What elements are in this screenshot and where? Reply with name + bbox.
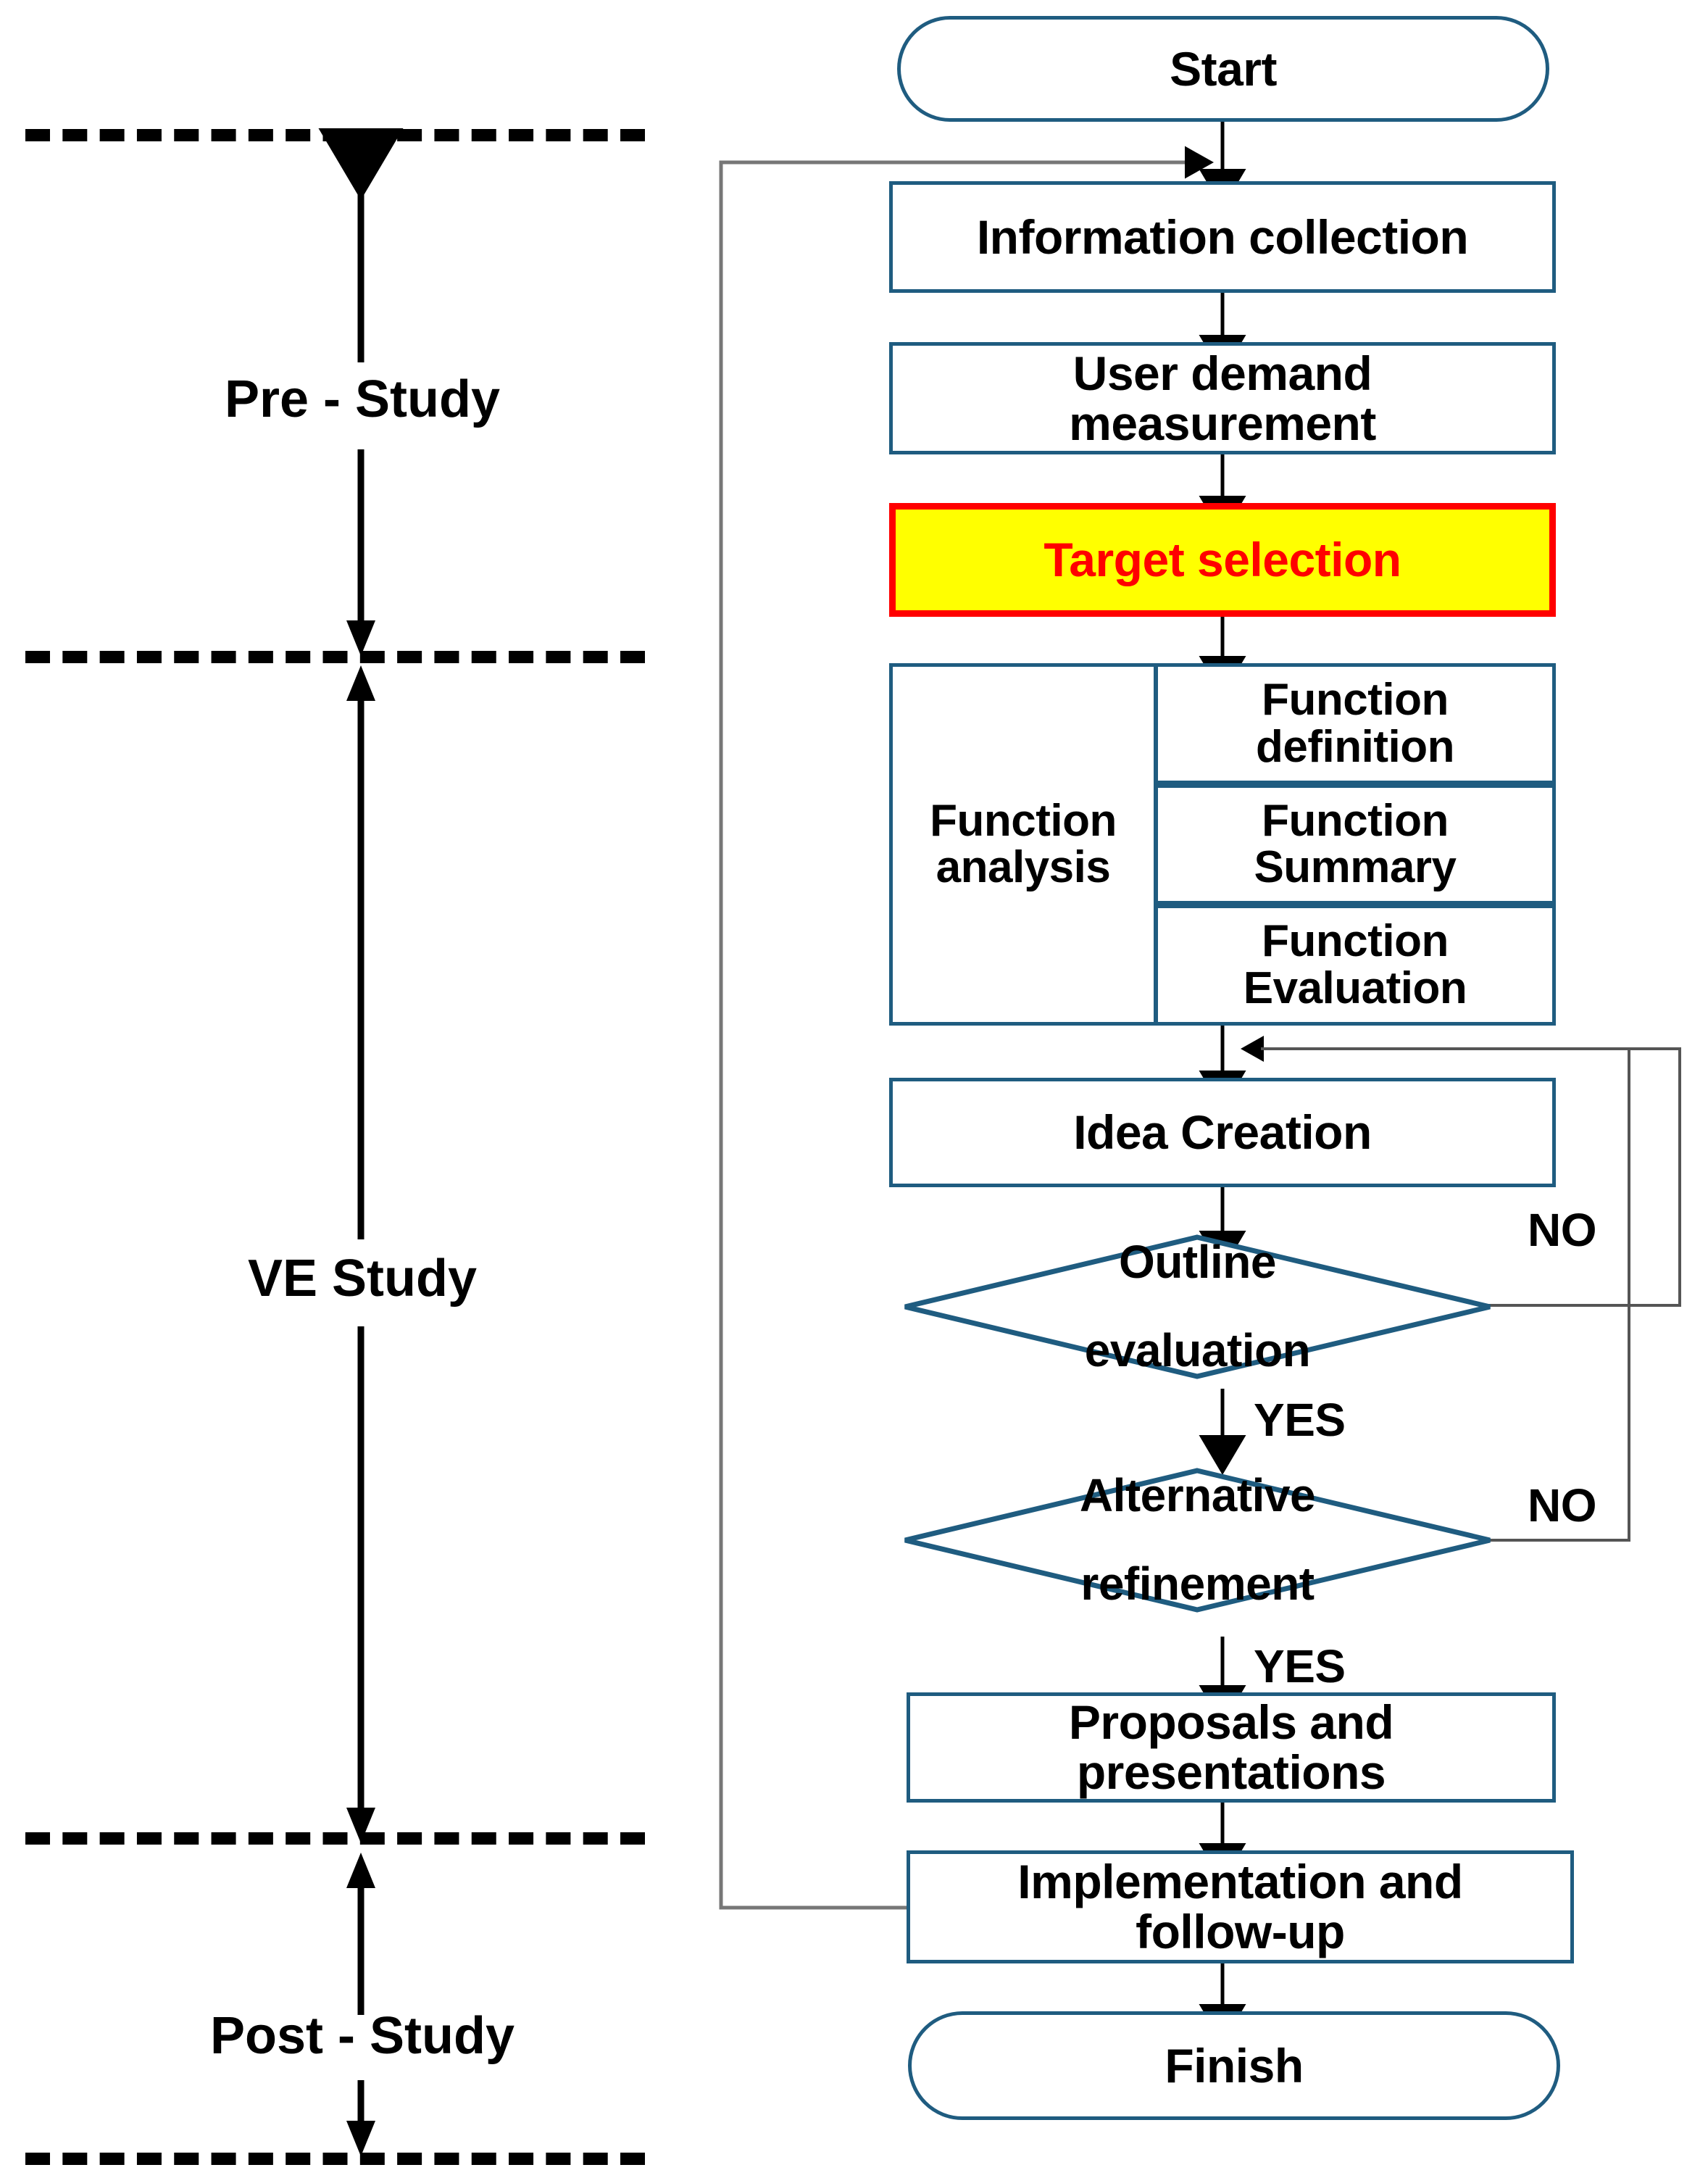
- phase-label-pre-study: Pre - Study: [224, 370, 501, 428]
- node-start[interactable]: Start: [897, 16, 1549, 122]
- node-outline-evaluation[interactable]: Outline evaluation: [902, 1234, 1493, 1379]
- node-function-evaluation[interactable]: Function Evaluation: [1154, 905, 1556, 1026]
- phase-label-ve-study: VE Study: [247, 1250, 478, 1308]
- node-implementation-and-follow-up-label: Implementation and follow-up: [1017, 1855, 1463, 1958]
- node-target-selection-label: Target selection: [1043, 533, 1401, 587]
- phase-divider-top: [25, 129, 645, 141]
- node-user-demand-measurement[interactable]: User demand measurement: [889, 342, 1556, 454]
- phase-label-post-study: Post - Study: [209, 2007, 515, 2065]
- node-proposals-and-presentations-label: Proposals and presentations: [1068, 1695, 1394, 1799]
- node-alternative-refinement[interactable]: Alternative refinement: [902, 1468, 1493, 1613]
- edge-label-alternative-yes: YES: [1254, 1640, 1346, 1692]
- diamond-shape-outline-evaluation: [904, 1234, 1491, 1379]
- node-finish-label: Finish: [1165, 2038, 1304, 2092]
- node-start-label: Start: [1170, 41, 1277, 96]
- node-proposals-and-presentations[interactable]: Proposals and presentations: [907, 1692, 1556, 1803]
- node-idea-creation-label: Idea Creation: [1073, 1105, 1372, 1160]
- node-function-definition-label: Function definition: [1256, 675, 1454, 772]
- node-alternative-refinement-label: Alternative refinement: [1079, 1469, 1316, 1610]
- phase-divider-ve-post: [25, 1832, 645, 1845]
- edge-label-alternative-no: NO: [1528, 1479, 1597, 1531]
- node-user-demand-measurement-label: User demand measurement: [1069, 346, 1376, 450]
- node-information-collection-label: Information collection: [976, 209, 1469, 264]
- node-function-analysis-label: Function analysis: [930, 795, 1117, 892]
- node-function-evaluation-label: Function Evaluation: [1243, 916, 1467, 1013]
- edge-label-outline-no: NO: [1528, 1204, 1597, 1256]
- node-finish[interactable]: Finish: [908, 2011, 1560, 2120]
- node-information-collection[interactable]: Information collection: [889, 181, 1556, 293]
- group-function-analysis: Function analysis Function definition Fu…: [889, 663, 1556, 1026]
- diamond-shape-alternative-refinement: [904, 1468, 1491, 1613]
- node-function-summary-label: Function Summary: [1254, 795, 1457, 892]
- edge-label-outline-yes: YES: [1254, 1394, 1346, 1446]
- phase-divider-pre-ve: [25, 651, 645, 663]
- phase-divider-bottom: [25, 2153, 645, 2165]
- node-idea-creation[interactable]: Idea Creation: [889, 1078, 1556, 1187]
- node-target-selection[interactable]: Target selection: [889, 503, 1556, 617]
- node-function-definition[interactable]: Function definition: [1154, 663, 1556, 784]
- node-function-summary[interactable]: Function Summary: [1154, 784, 1556, 905]
- node-implementation-and-follow-up[interactable]: Implementation and follow-up: [907, 1850, 1574, 1963]
- node-outline-evaluation-label: Outline evaluation: [1084, 1236, 1311, 1376]
- node-function-analysis[interactable]: Function analysis: [889, 663, 1157, 1026]
